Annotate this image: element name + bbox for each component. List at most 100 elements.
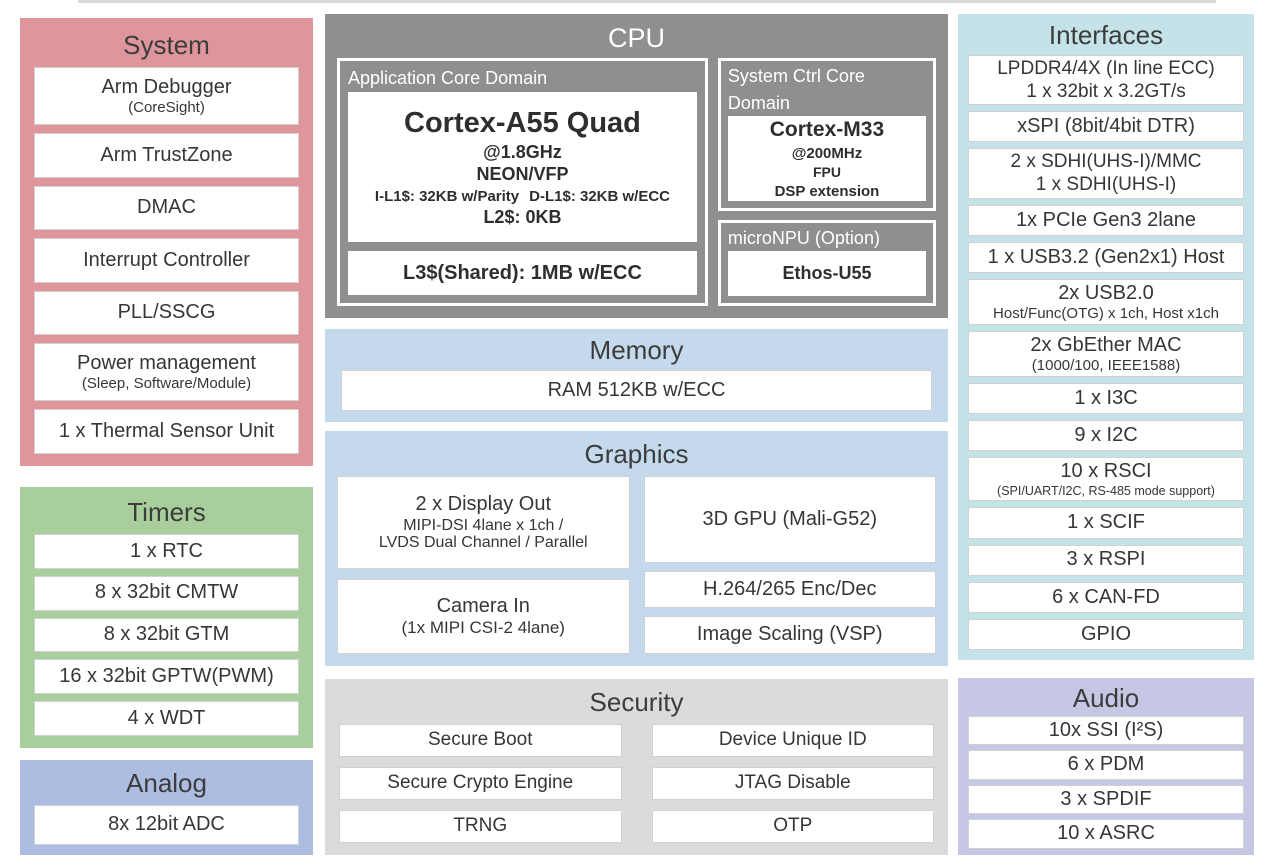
item-label: 1 x I3C bbox=[1074, 386, 1138, 409]
application-core-domain-panel: Application Core Domain Cortex-A55 Quad … bbox=[337, 58, 708, 306]
interfaces-item-usb2: 2x USB2.0 Host/Func(OTG) x 1ch, Host x1c… bbox=[968, 279, 1244, 326]
audio-item-pdm: 6 x PDM bbox=[968, 750, 1244, 780]
item-label: 9 x I2C bbox=[1074, 424, 1138, 447]
security-item-trng: TRNG bbox=[339, 810, 622, 843]
item-label: Device Unique ID bbox=[718, 729, 867, 751]
interfaces-item-gbether: 2x GbEther MAC (1000/100, IEEE1588) bbox=[968, 331, 1244, 378]
item-label: PLL/SSCG bbox=[117, 301, 216, 324]
item-label: RAM 512KB w/ECC bbox=[547, 378, 726, 401]
system-panel-title: System bbox=[123, 30, 210, 60]
cortex-a55-clock: @1.8GHz bbox=[483, 141, 562, 162]
system-panel-body: Arm Debugger (CoreSight) Arm TrustZone D… bbox=[34, 67, 299, 455]
top-edge-divider bbox=[78, 0, 1216, 3]
analog-panel-body: 8x 12bit ADC bbox=[34, 805, 299, 845]
security-item-secure-boot: Secure Boot bbox=[339, 724, 622, 758]
interfaces-item-rspi: 3 x RSPI bbox=[968, 544, 1244, 576]
item-label: 2x GbEther MAC bbox=[1030, 334, 1182, 357]
audio-item-ssi: 10x SSI (I²S) bbox=[968, 715, 1244, 746]
item-label: 3D GPU (Mali-G52) bbox=[702, 507, 877, 530]
security-panel-title: Security bbox=[589, 687, 684, 717]
item-sublabel: LVDS Dual Channel / Parallel bbox=[378, 534, 588, 552]
interfaces-item-canfd: 6 x CAN-FD bbox=[968, 581, 1244, 613]
item-label: Power management bbox=[77, 352, 256, 375]
analog-panel: Analog 8x 12bit ADC bbox=[20, 760, 313, 855]
graphics-right-column: 3D GPU (Mali-G52) H.264/265 Enc/Dec Imag… bbox=[643, 476, 936, 654]
item-label: 1 x USB3.2 (Gen2x1) Host bbox=[987, 245, 1225, 268]
item-label: Arm Debugger bbox=[101, 76, 232, 99]
cortex-a55-icache: I-L1$: 32KB w/Parity bbox=[374, 187, 520, 205]
security-item-otp: OTP bbox=[651, 810, 934, 843]
interfaces-item-scif: 1 x SCIF bbox=[968, 507, 1244, 539]
item-label: 1 x SCIF bbox=[1067, 511, 1145, 534]
item-label: 16 x 32bit GPTW(PWM) bbox=[59, 665, 274, 688]
item-label: 2 x Display Out bbox=[415, 493, 552, 515]
analog-panel-title: Analog bbox=[126, 768, 207, 798]
interfaces-item-sdhi: 2 x SDHI(UHS-I)/MMC 1 x SDHI(UHS-I) bbox=[968, 148, 1244, 199]
cortex-a55-core-label: Cortex-A55 Quad bbox=[404, 106, 641, 139]
memory-panel: Memory RAM 512KB w/ECC bbox=[325, 329, 948, 422]
cpu-panel-title: CPU bbox=[607, 23, 665, 53]
item-label: Image Scaling (VSP) bbox=[696, 623, 883, 646]
item-sublabel: (1000/100, IEEE1588) bbox=[1031, 356, 1181, 374]
system-ctrl-core-domain-title: System Ctrl Core Domain bbox=[727, 66, 865, 113]
audio-panel-title: Audio bbox=[1072, 683, 1140, 713]
interfaces-item-gpio: GPIO bbox=[968, 618, 1244, 651]
item-label: 1 x Thermal Sensor Unit bbox=[58, 419, 275, 442]
security-item-device-unique-id: Device Unique ID bbox=[651, 724, 934, 758]
item-sublabel: 1 x SDHI(UHS-I) bbox=[1035, 173, 1177, 195]
item-label: DMAC bbox=[137, 196, 196, 219]
graphics-panel: Graphics 2 x Display Out MIPI-DSI 4lane … bbox=[325, 431, 948, 666]
system-panel: System Arm Debugger (CoreSight) Arm Trus… bbox=[20, 18, 313, 466]
security-panel-body: Secure Boot Device Unique ID Secure Cryp… bbox=[339, 724, 934, 843]
timers-panel-body: 1 x RTC 8 x 32bit CMTW 8 x 32bit GTM 16 … bbox=[34, 534, 299, 736]
interfaces-panel-body: LPDDR4/4X (In line ECC) 1 x 32bit x 3.2G… bbox=[968, 55, 1244, 651]
graphics-item-camera-in: Camera In (1x MIPI CSI-2 4lane) bbox=[337, 578, 630, 654]
interfaces-item-pcie: 1x PCIe Gen3 2lane bbox=[968, 204, 1244, 236]
system-item-interrupt-controller: Interrupt Controller bbox=[34, 238, 299, 283]
item-sublabel: 1 x 32bit x 3.2GT/s bbox=[1026, 80, 1186, 102]
micronpu-panel: microNPU (Option) Ethos-U55 bbox=[717, 220, 936, 306]
timers-panel: Timers 1 x RTC 8 x 32bit CMTW 8 x 32bit … bbox=[20, 487, 313, 748]
audio-item-asrc: 10 x ASRC bbox=[968, 819, 1244, 849]
item-label: LPDDR4/4X (In line ECC) bbox=[997, 58, 1215, 80]
timers-item-cmtw: 8 x 32bit CMTW bbox=[34, 575, 299, 611]
interfaces-item-lpddr: LPDDR4/4X (In line ECC) 1 x 32bit x 3.2G… bbox=[968, 55, 1244, 106]
item-label: 6 x CAN-FD bbox=[1052, 585, 1160, 608]
item-label: 6 x PDM bbox=[1067, 753, 1145, 776]
system-item-dmac: DMAC bbox=[34, 185, 299, 231]
interfaces-item-usb3: 1 x USB3.2 (Gen2x1) Host bbox=[968, 241, 1244, 274]
security-panel: Security Secure Boot Device Unique ID Se… bbox=[325, 679, 948, 855]
item-label: Interrupt Controller bbox=[83, 248, 250, 271]
cpu-right-column: System Ctrl Core Domain Cortex-M33 @200M… bbox=[717, 58, 936, 306]
graphics-panel-body: 2 x Display Out MIPI-DSI 4lane x 1ch / L… bbox=[337, 476, 936, 654]
cpu-content: Application Core Domain Cortex-A55 Quad … bbox=[337, 58, 936, 306]
cpu-panel: CPU Application Core Domain Cortex-A55 Q… bbox=[325, 14, 948, 318]
item-label: Secure Boot bbox=[427, 729, 533, 751]
item-sublabel: (Sleep, Software/Module) bbox=[81, 374, 252, 392]
item-label: H.264/265 Enc/Dec bbox=[703, 577, 877, 600]
cortex-a55-l2-cache: L2$: 0KB bbox=[483, 207, 562, 228]
interfaces-item-i3c: 1 x I3C bbox=[968, 383, 1244, 415]
item-label: 2x USB2.0 bbox=[1058, 282, 1154, 305]
cortex-m33-block: Cortex-M33 @200MHz FPU DSP extension bbox=[727, 115, 926, 202]
interfaces-item-i2c: 9 x I2C bbox=[968, 420, 1244, 452]
cortex-m33-clock: @200MHz bbox=[791, 144, 863, 162]
memory-item-ram: RAM 512KB w/ECC bbox=[341, 370, 932, 411]
application-core-domain-title: Application Core Domain bbox=[348, 68, 548, 89]
graphics-item-display-out: 2 x Display Out MIPI-DSI 4lane x 1ch / L… bbox=[337, 476, 630, 569]
graphics-panel-title: Graphics bbox=[584, 439, 689, 469]
interfaces-panel-title: Interfaces bbox=[1048, 20, 1164, 50]
item-label: OTP bbox=[773, 815, 813, 837]
audio-panel: Audio 10x SSI (I²S) 6 x PDM 3 x SPDIF 10… bbox=[958, 678, 1254, 855]
audio-item-spdif: 3 x SPDIF bbox=[968, 784, 1244, 815]
cortex-a55-l1-cache: I-L1$: 32KB w/Parity D-L1$: 32KB w/ECC bbox=[375, 187, 670, 207]
item-label: GPIO bbox=[1080, 622, 1131, 645]
item-label: 10 x ASRC bbox=[1057, 822, 1155, 845]
item-label: 8 x 32bit CMTW bbox=[94, 581, 239, 604]
timers-item-gptw: 16 x 32bit GPTW(PWM) bbox=[34, 659, 299, 695]
graphics-left-column: 2 x Display Out MIPI-DSI 4lane x 1ch / L… bbox=[337, 476, 630, 654]
item-label: 8 x 32bit GTM bbox=[103, 623, 230, 646]
timers-item-wdt: 4 x WDT bbox=[34, 701, 299, 736]
item-sublabel: Host/Func(OTG) x 1ch, Host x1ch bbox=[993, 304, 1219, 322]
